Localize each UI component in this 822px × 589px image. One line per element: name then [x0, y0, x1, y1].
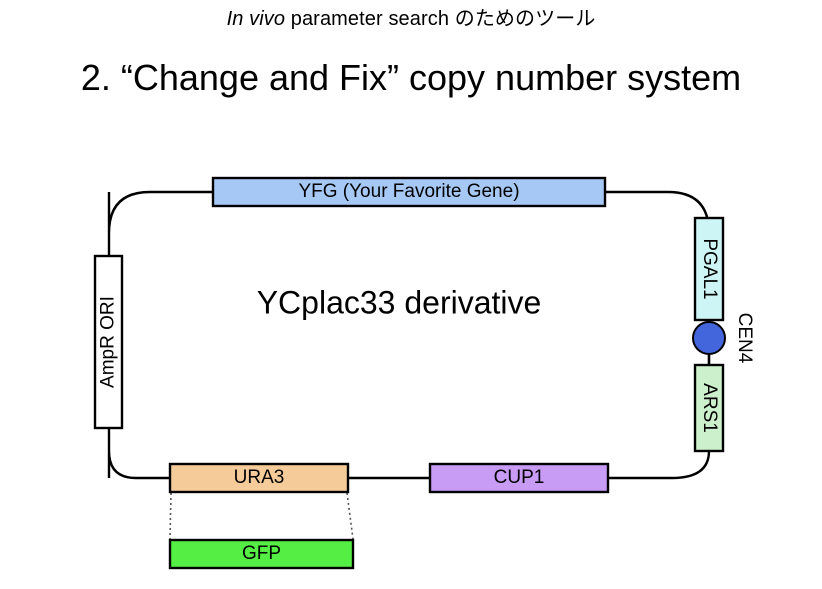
feature-gfp[interactable]: GFP	[168, 538, 355, 570]
feature-box-ura3[interactable]	[168, 462, 350, 494]
feature-yfg[interactable]: YFG (Your Favorite Gene)	[211, 176, 607, 208]
feature-cup1[interactable]: CUP1	[428, 462, 610, 494]
feature-ars1[interactable]: ARS1	[693, 363, 725, 453]
plasmid-diagram: YFG (Your Favorite Gene) AmpR ORI PGAL1ARS…	[93, 176, 755, 570]
centromere-marker	[692, 321, 726, 355]
expansion-line-left	[169, 492, 172, 540]
feature-box-yfg[interactable]	[211, 176, 607, 208]
feature-pgal1[interactable]: PGAL1	[693, 216, 725, 322]
feature-box-ars1[interactable]	[693, 363, 725, 453]
feature-label-gfp: GFP	[242, 543, 281, 564]
feature-label-ura3: URA3	[234, 467, 285, 488]
subtitle-rest-part: parameter search のためのツール	[285, 8, 596, 30]
feature-box-cup1[interactable]	[428, 462, 610, 494]
slide-title: 2. “Change and Fix” copy number system	[80, 57, 742, 98]
feature-boxes-layer: YFG (Your Favorite Gene) AmpR ORI PGAL1ARS…	[93, 176, 725, 570]
expansion-line-right	[346, 492, 354, 540]
feature-ura3[interactable]: URA3	[168, 462, 350, 494]
centromere-label: CEN4	[734, 313, 755, 364]
feature-ampr-ori[interactable]: AmpR ORI	[93, 254, 124, 430]
feature-label-yfg: YFG (Your Favorite Gene)	[298, 181, 519, 202]
slide-subtitle: In vivo parameter search のためのツール	[0, 6, 822, 32]
plasmid-backbone	[107, 190, 711, 480]
feature-label-pgal1: PGAL1	[699, 238, 720, 299]
plasmid-name-label: YCplac33 derivative	[257, 284, 542, 320]
feature-box-pgal1[interactable]	[693, 216, 725, 322]
feature-label-cup1: CUP1	[494, 467, 545, 488]
feature-box-gfp[interactable]	[168, 538, 355, 570]
subtitle-italic-part: In vivo	[226, 8, 286, 30]
feature-label-ampr-ori: AmpR ORI	[98, 296, 119, 388]
feature-box-ampr-ori[interactable]	[93, 254, 124, 430]
feature-label-ars1: ARS1	[699, 383, 720, 433]
